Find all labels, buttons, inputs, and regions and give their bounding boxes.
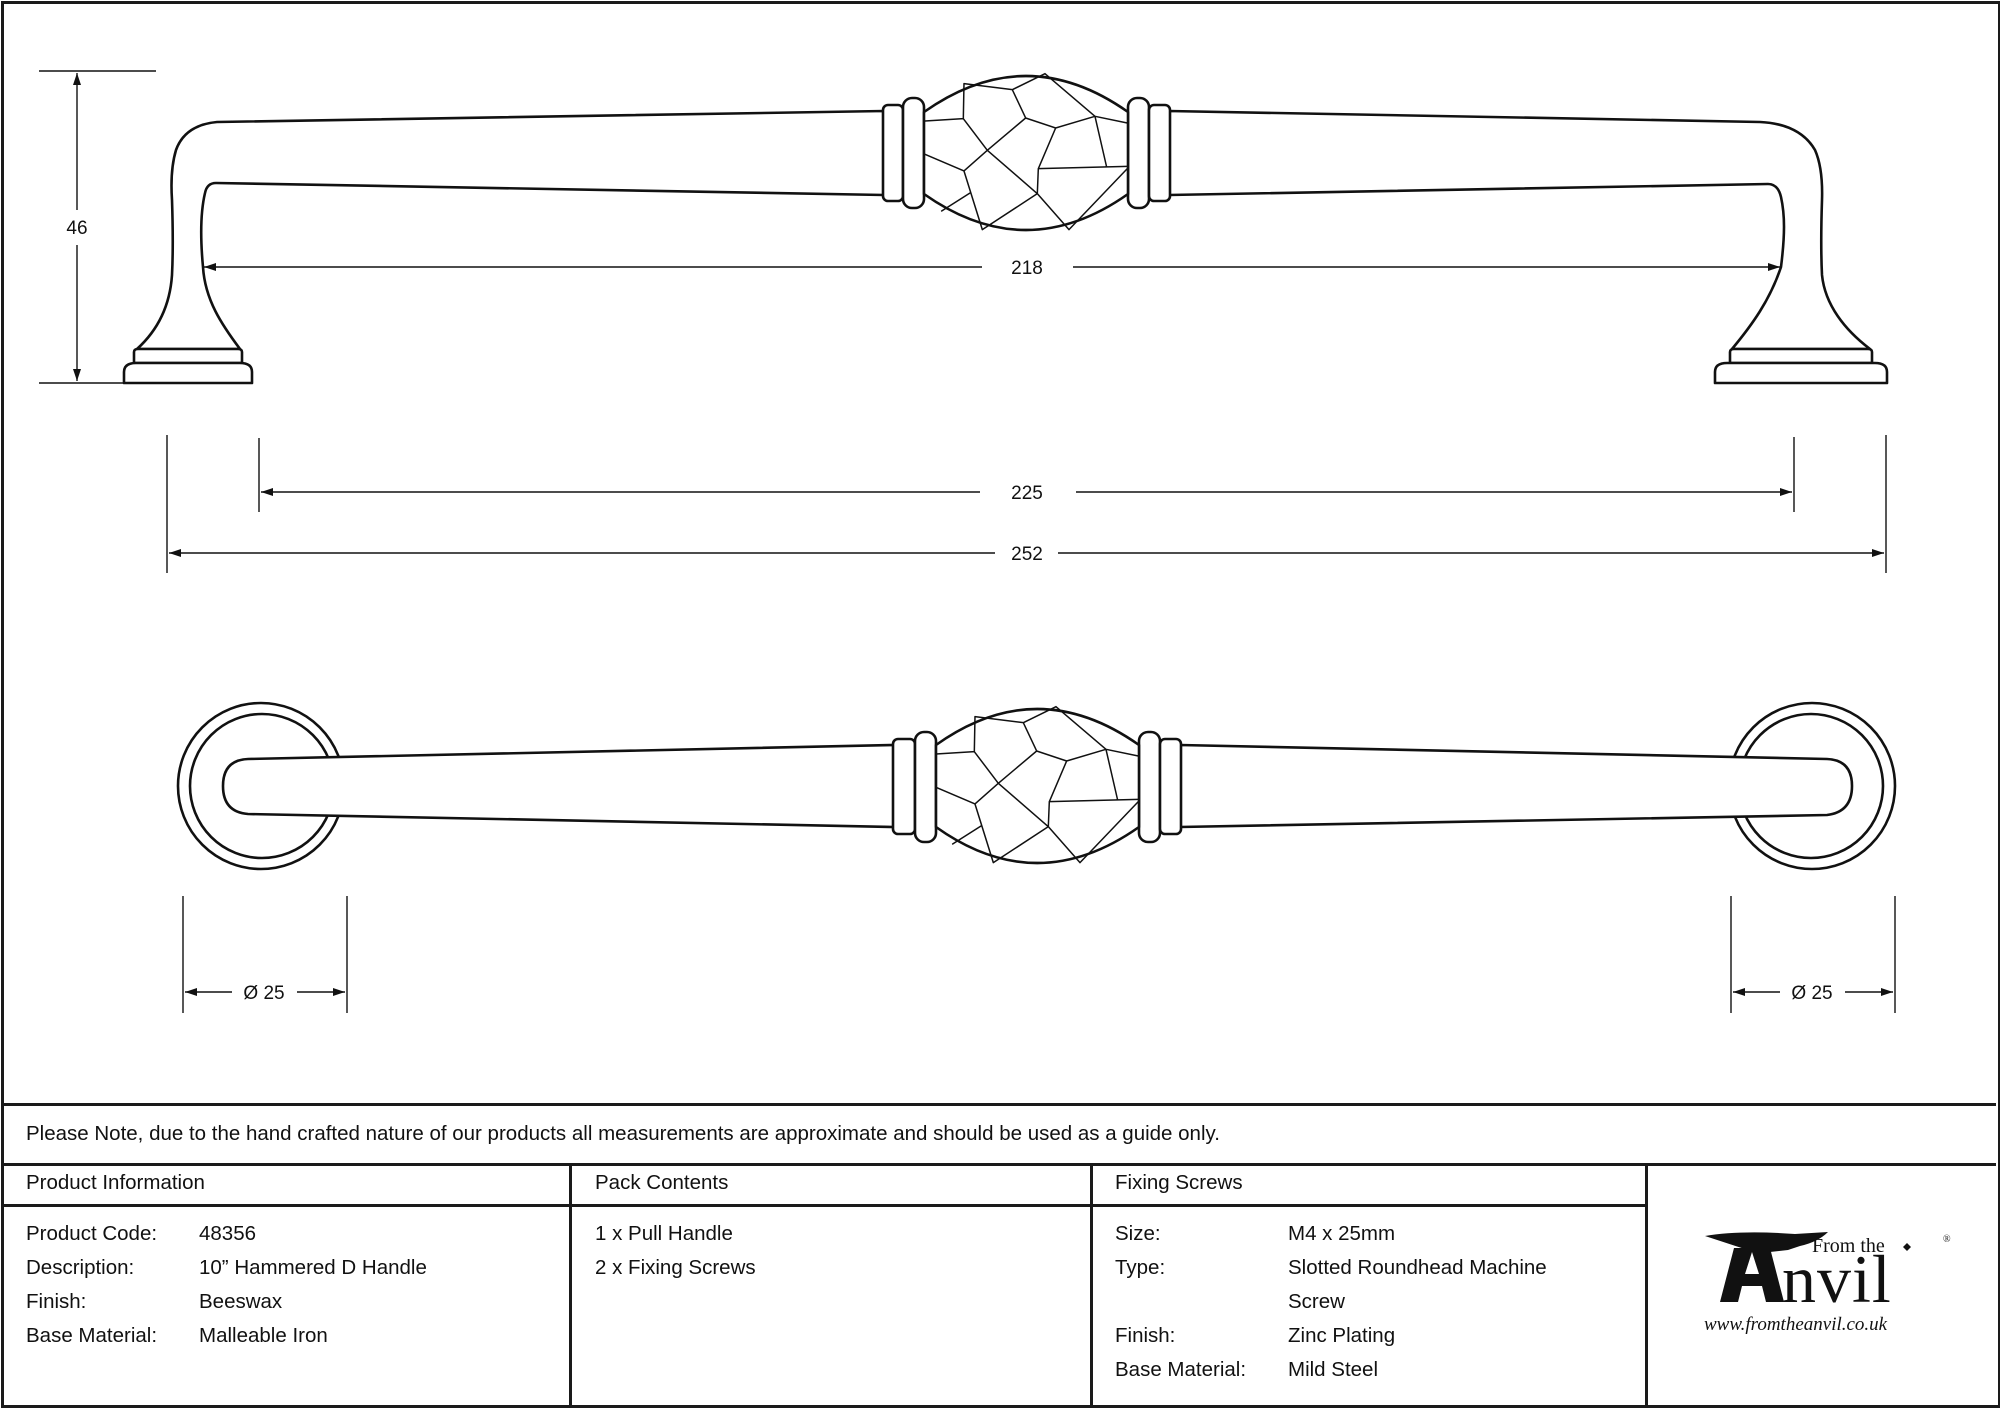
screw-type-value: Slotted Roundhead Machine [1288,1256,1547,1279]
product-code-value: 48356 [199,1222,257,1245]
registered-mark: ® [1943,1234,1951,1245]
description-label: Description: [26,1256,135,1279]
handle-right-leg [1167,109,1872,351]
from-the-anvil-logo: From the nvil ® www.fromtheanvil.co.uk [1704,1232,1951,1335]
screw-finish-value: Zinc Plating [1288,1324,1396,1347]
pack-contents-heading: Pack Contents [595,1171,729,1194]
pack-item: 1 x Pull Handle [595,1222,733,1245]
left-foot-base [122,361,254,385]
disclaimer-note: Please Note, due to the hand crafted nat… [26,1122,1220,1145]
screw-type-value-cont: Screw [1288,1290,1345,1313]
table-top-rule [2,1103,1996,1106]
dim-height-label: 46 [66,218,87,239]
left-foot-collar [132,347,244,365]
right-foot-base [1713,361,1889,385]
note-bottom-rule [2,1163,1996,1166]
product-code-label: Product Code: [26,1222,158,1245]
plan-left-outer-ring [891,737,917,836]
logo-tagline: From the [1812,1235,1885,1257]
plan-bar-left [221,743,896,829]
col-divider-1 [569,1163,572,1405]
dim-rose-left [182,896,348,1013]
side-elevation-view [122,72,1889,385]
plan-left-inner-ring [913,730,938,844]
finish-label: Finish: [26,1290,87,1313]
description-value: 10” Hammered D Handle [199,1256,427,1279]
dim-rose-left-label: Ø 25 [243,983,284,1004]
col-divider-2 [1090,1163,1093,1405]
base-material-value: Malleable Iron [199,1324,328,1347]
dim-height [39,70,156,384]
dim-centres-label: 225 [1011,483,1043,504]
logo-url: www.fromtheanvil.co.uk [1704,1314,1888,1335]
pack-item: 2 x Fixing Screws [595,1256,756,1279]
diamond-icon [1903,1243,1911,1251]
screw-material-label: Base Material: [1115,1358,1247,1381]
dim-inner-span-label: 218 [1011,258,1043,279]
plan-ceramic-centre [934,707,1141,865]
technical-drawing: 46 218 225 252 [39,70,1897,1013]
finish-value: Beeswax [199,1290,283,1313]
dim-rose-right-label: Ø 25 [1791,983,1832,1004]
right-outer-ring [1147,103,1172,203]
dim-centres [258,437,1795,512]
plan-bar-right [1178,743,1854,829]
screw-material-value: Mild Steel [1288,1358,1379,1381]
col-divider-3 [1645,1163,1648,1405]
screw-size-value: M4 x 25mm [1288,1222,1396,1245]
plan-right-outer-ring [1158,737,1183,836]
right-foot-collar [1728,347,1874,365]
right-inner-ring [1126,96,1151,210]
fixing-screws-heading: Fixing Screws [1115,1171,1243,1194]
base-material-label: Base Material: [26,1324,158,1347]
screw-finish-label: Finish: [1115,1324,1176,1347]
logo-brand: nvil [1782,1241,1892,1317]
product-info-heading: Product Information [26,1171,205,1194]
anvil-icon [1705,1232,1828,1302]
header-bottom-rule [2,1204,1647,1207]
screw-type-label: Type: [1115,1256,1166,1279]
plan-view [176,701,1897,871]
dim-overall-label: 252 [1011,544,1043,565]
left-inner-ring [901,96,926,210]
dim-rose-right [1730,896,1896,1013]
left-outer-ring [881,103,905,203]
screw-size-label: Size: [1115,1222,1161,1245]
handle-left-leg [135,109,886,351]
ceramic-centre [922,74,1130,232]
plan-right-inner-ring [1137,730,1162,844]
dim-overall [166,435,1887,573]
